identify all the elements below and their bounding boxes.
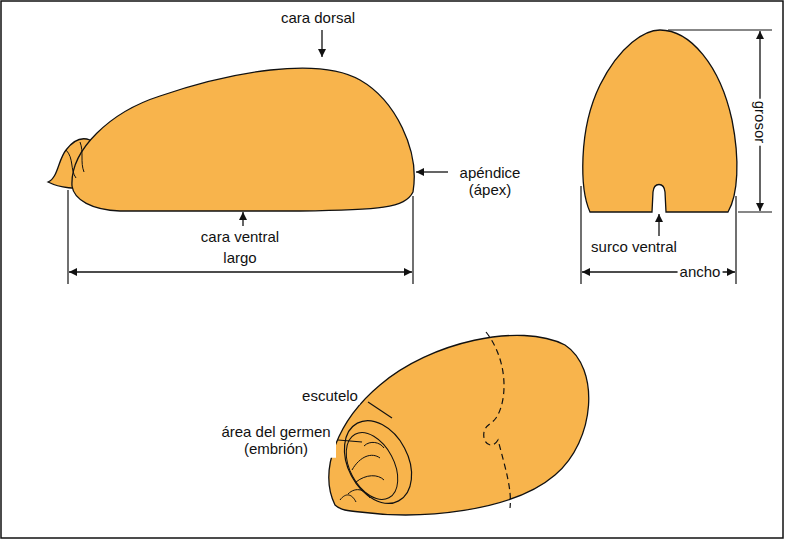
extension-line <box>412 196 413 284</box>
dimension-label: largo <box>221 249 258 266</box>
grain-body <box>72 68 414 211</box>
scutellum-inner <box>336 424 409 508</box>
part-label: surco ventral <box>589 238 679 255</box>
part-label: escutelo <box>300 387 360 404</box>
scutellum-outline <box>331 409 425 515</box>
part-label: cara dorsal <box>279 9 357 26</box>
end-view-grain <box>583 30 737 212</box>
dimension-label: grosor <box>751 99 768 146</box>
leader-arrow <box>321 30 322 57</box>
leader-line <box>338 440 362 442</box>
dimension-label: ancho <box>678 263 723 280</box>
part-label: área del germen (embrión) <box>216 423 336 458</box>
hidden-furrow <box>484 332 511 508</box>
germ-folds <box>66 142 84 178</box>
extension-line <box>580 186 581 284</box>
leader-arrow <box>242 212 243 226</box>
dimension-line <box>69 271 412 272</box>
part-label: cara ventral <box>199 228 281 245</box>
extension-line <box>738 211 772 212</box>
part-label: apéndice (ápex) <box>451 164 529 199</box>
extension-line <box>735 196 736 284</box>
leader-arrow <box>658 214 659 236</box>
leader-arrow <box>416 171 448 172</box>
embryo-detail <box>340 442 384 502</box>
leader-line <box>368 402 392 418</box>
extension-line <box>668 29 772 30</box>
side-view-grain <box>48 68 414 211</box>
extension-line <box>67 190 68 284</box>
germ-view-grain <box>329 332 589 515</box>
